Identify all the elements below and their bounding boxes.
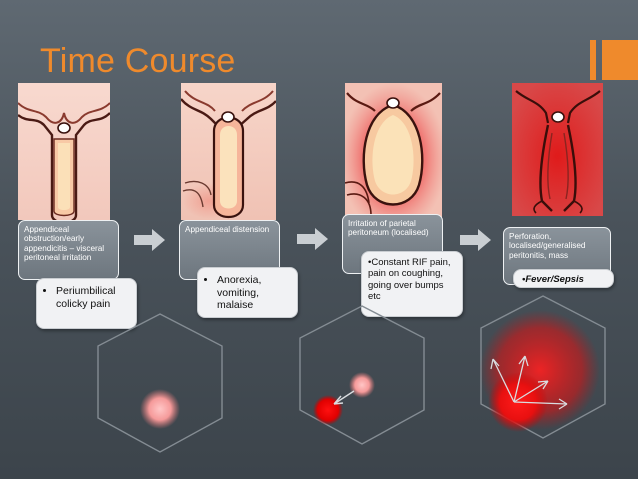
brand-block: [602, 40, 638, 80]
stage-2-symptoms: Anorexia, vomiting, malaise: [197, 267, 298, 318]
pain-spot-umbilical: [349, 372, 375, 398]
appendix-illustration-3: [345, 83, 442, 220]
bullet-glyph: •: [368, 257, 372, 268]
symptom-item: Periumbilical colicky pain: [56, 285, 128, 310]
symptom-item: Fever/Sepsis: [525, 274, 584, 285]
symptom-item: Anorexia, vomiting, malaise: [217, 274, 289, 312]
stage-1-symptoms: Periumbilical colicky pain: [36, 278, 137, 329]
slide-title: Time Course: [40, 42, 236, 80]
appendix-illustration-2: [181, 83, 276, 220]
brand-mark: [590, 40, 638, 80]
brand-bar: [590, 40, 596, 80]
pain-spot-periumbilical: [140, 389, 180, 429]
symptom-item: Constant RIF pain, pain on coughing, goi…: [368, 257, 451, 303]
stage-3-symptoms: •Constant RIF pain, pain on coughing, go…: [361, 251, 463, 317]
stage-4-symptoms: •Fever/Sepsis: [513, 269, 614, 288]
abdomen-hexagon-2: [299, 305, 425, 445]
pain-migration-arrow: [333, 390, 355, 405]
bullet-glyph: •: [522, 274, 526, 285]
progression-arrow-3: [460, 229, 491, 251]
abdomen-hexagon-1: [97, 313, 223, 453]
pain-spread-arrows: [490, 355, 568, 410]
progression-arrow-1: [134, 229, 165, 251]
appendix-illustration-4: [512, 83, 603, 216]
progression-arrow-2: [297, 228, 328, 250]
abdomen-hexagon-3: [480, 295, 606, 439]
appendix-illustration-1: [18, 83, 110, 220]
